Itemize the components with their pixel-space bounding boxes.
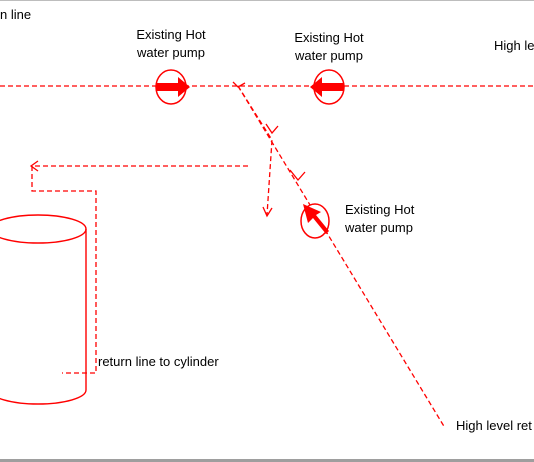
pump-diag-label-line1: Existing Hot (345, 202, 415, 217)
diag-chevron-2 (265, 123, 279, 135)
pump-mid-icon (310, 69, 345, 105)
return-line-cylinder-label: return line to cylinder (98, 354, 219, 369)
high-level-top-label: High le (494, 38, 534, 53)
pump-mid-label-line2: water pump (295, 48, 363, 63)
pump-diag-icon (300, 203, 330, 239)
zigzag-arrowhead (262, 206, 273, 218)
pump-left-label: Existing Hot water pump (121, 26, 221, 62)
diag-chevron-1 (232, 81, 246, 88)
pump-diag-label: Existing Hot water pump (345, 201, 414, 237)
pump-mid-label-line1: Existing Hot (294, 30, 364, 45)
pump-diag-label-line2: water pump (345, 220, 413, 235)
pump-left-label-line2: water pump (137, 45, 205, 60)
return-line-to-cylinder (31, 165, 248, 374)
pump-mid-label: Existing Hot water pump (279, 29, 379, 65)
high-level-bottom-label: High level ret (456, 418, 532, 433)
return-arrowhead (29, 160, 39, 172)
pump-left-icon (155, 69, 190, 105)
high-level-return-line (237, 85, 446, 429)
pump-left-label-line1: Existing Hot (136, 27, 206, 42)
zigzag-connection-line (237, 85, 273, 216)
top-border (0, 0, 534, 1)
bottom-border (0, 459, 534, 462)
top-left-line-label: n line (0, 7, 32, 22)
hot-water-cylinder-icon (0, 214, 87, 405)
diag-chevron-3 (289, 169, 306, 182)
